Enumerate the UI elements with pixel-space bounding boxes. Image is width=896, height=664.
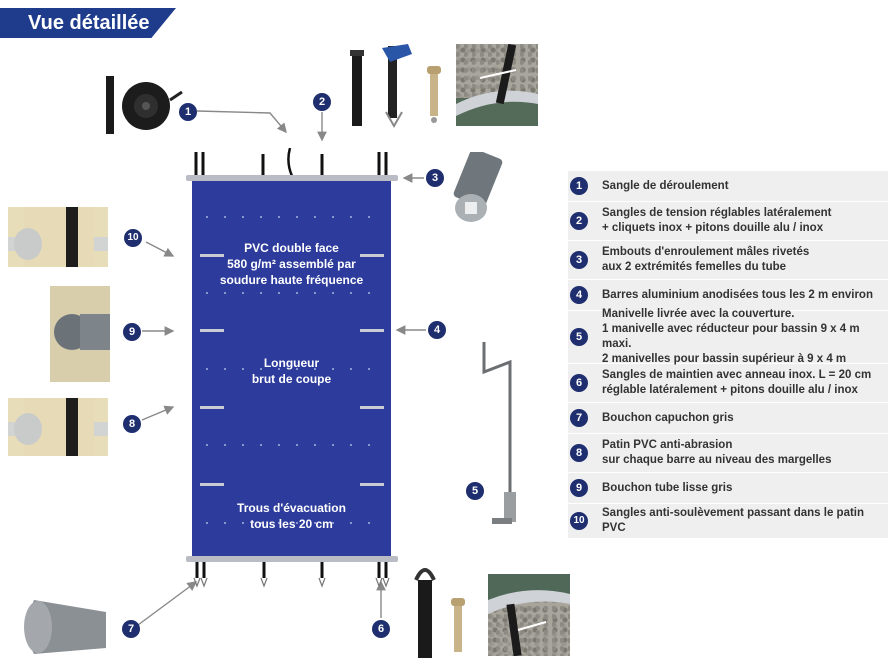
legend-text: Sangles anti-soulèvement passant dans le… xyxy=(602,507,865,534)
bar-marker xyxy=(200,406,224,409)
callout-badge-1: 1 xyxy=(179,103,197,121)
callout-badge-4: 4 xyxy=(428,321,446,339)
callout-badge-3: 3 xyxy=(426,169,444,187)
legend-row: 10 Sangles anti-soulèvement passant dans… xyxy=(568,504,888,539)
legend-text: Sangles de maintien avec anneau inox. L … xyxy=(602,369,872,396)
callout-badge-10: 10 xyxy=(124,229,142,247)
legend-text: Barres aluminium anodisées tous les 2 m … xyxy=(602,288,873,301)
legend-row: 6 Sangles de maintien avec anneau inox. … xyxy=(568,364,888,403)
cap-illustration xyxy=(24,600,106,654)
legend-number: 4 xyxy=(570,286,588,304)
cover-material-text: PVC double face 580 g/m² assemblé par so… xyxy=(219,241,364,287)
cover-length-text: Longueur brut de coupe xyxy=(251,356,332,386)
legend-number: 7 xyxy=(570,409,588,427)
drain-holes-row xyxy=(198,522,378,524)
legend-text: Bouchon tube lisse gris xyxy=(602,481,733,494)
legend-text: Sangle de déroulement xyxy=(602,179,729,192)
legend-number: 6 xyxy=(570,374,588,392)
legend-text: Bouchon capuchon gris xyxy=(602,411,734,424)
legend-table: 1 Sangle de déroulement 2 Sangles de ten… xyxy=(568,171,888,539)
crank-illustration xyxy=(482,342,516,524)
top-tube xyxy=(186,175,398,181)
bottom-tube xyxy=(186,556,398,562)
legend-number: 9 xyxy=(570,479,588,497)
callout-badge-7: 7 xyxy=(122,620,140,638)
legend-number: 10 xyxy=(570,512,588,530)
reel-strap-illustration xyxy=(106,76,183,134)
tension-strap-illustration xyxy=(350,44,441,128)
retaining-anchor-photo xyxy=(488,574,570,657)
legend-text: Sangles de tension réglables latéralemen… xyxy=(602,207,832,234)
strap-anchor-photo xyxy=(456,43,538,126)
pvc-pad-photo xyxy=(8,398,108,456)
drain-holes-row xyxy=(198,368,378,370)
drain-holes-row xyxy=(198,444,378,446)
legend-row: 2 Sangles de tension réglables latéralem… xyxy=(568,202,888,241)
callout-badge-2: 2 xyxy=(313,93,331,111)
legend-text: Patin PVC anti-abrasion sur chaque barre… xyxy=(602,439,832,466)
legend-row: 1 Sangle de déroulement xyxy=(568,171,888,202)
bar-marker xyxy=(360,483,384,486)
legend-number: 8 xyxy=(570,444,588,462)
callout-badge-6: 6 xyxy=(372,620,390,638)
bottom-straps xyxy=(193,562,390,588)
legend-number: 5 xyxy=(570,328,588,346)
legend-number: 2 xyxy=(570,212,588,230)
retaining-strap-illustration xyxy=(414,568,465,658)
drain-holes-row xyxy=(198,292,378,294)
callout-badge-5: 5 xyxy=(466,482,484,500)
legend-text: Embouts d'enroulement mâles rivetés aux … xyxy=(602,246,810,273)
callout-badge-8: 8 xyxy=(123,415,141,433)
legend-row: 3 Embouts d'enroulement mâles rivetés au… xyxy=(568,241,888,280)
legend-number: 3 xyxy=(570,251,588,269)
anti-lift-strap-photo xyxy=(8,207,108,267)
bar-marker xyxy=(200,483,224,486)
legend-row: 7 Bouchon capuchon gris xyxy=(568,403,888,434)
tube-end-illustration xyxy=(453,152,503,222)
smooth-cap-photo xyxy=(50,286,110,382)
bar-marker xyxy=(200,254,224,257)
legend-row: 4 Barres aluminium anodisées tous les 2 … xyxy=(568,280,888,311)
legend-text: Manivelle livrée avec la couverture. 1 m… xyxy=(602,308,860,365)
callout-badge-9: 9 xyxy=(123,323,141,341)
cover-drain-text: Trous d'évacuation tous les 20 cm xyxy=(237,501,346,531)
bar-marker xyxy=(200,329,224,332)
drain-holes-row xyxy=(198,216,378,218)
header-banner xyxy=(0,8,176,38)
top-straps xyxy=(194,148,388,177)
bar-marker xyxy=(360,406,384,409)
bar-marker xyxy=(360,254,384,257)
bar-marker xyxy=(360,329,384,332)
legend-row: 5 Manivelle livrée avec la couverture. 1… xyxy=(568,308,888,365)
legend-row: 9 Bouchon tube lisse gris xyxy=(568,473,888,504)
legend-row: 8 Patin PVC anti-abrasion sur chaque bar… xyxy=(568,434,888,473)
page-title: Vue détaillée xyxy=(28,12,150,34)
legend-number: 1 xyxy=(570,177,588,195)
